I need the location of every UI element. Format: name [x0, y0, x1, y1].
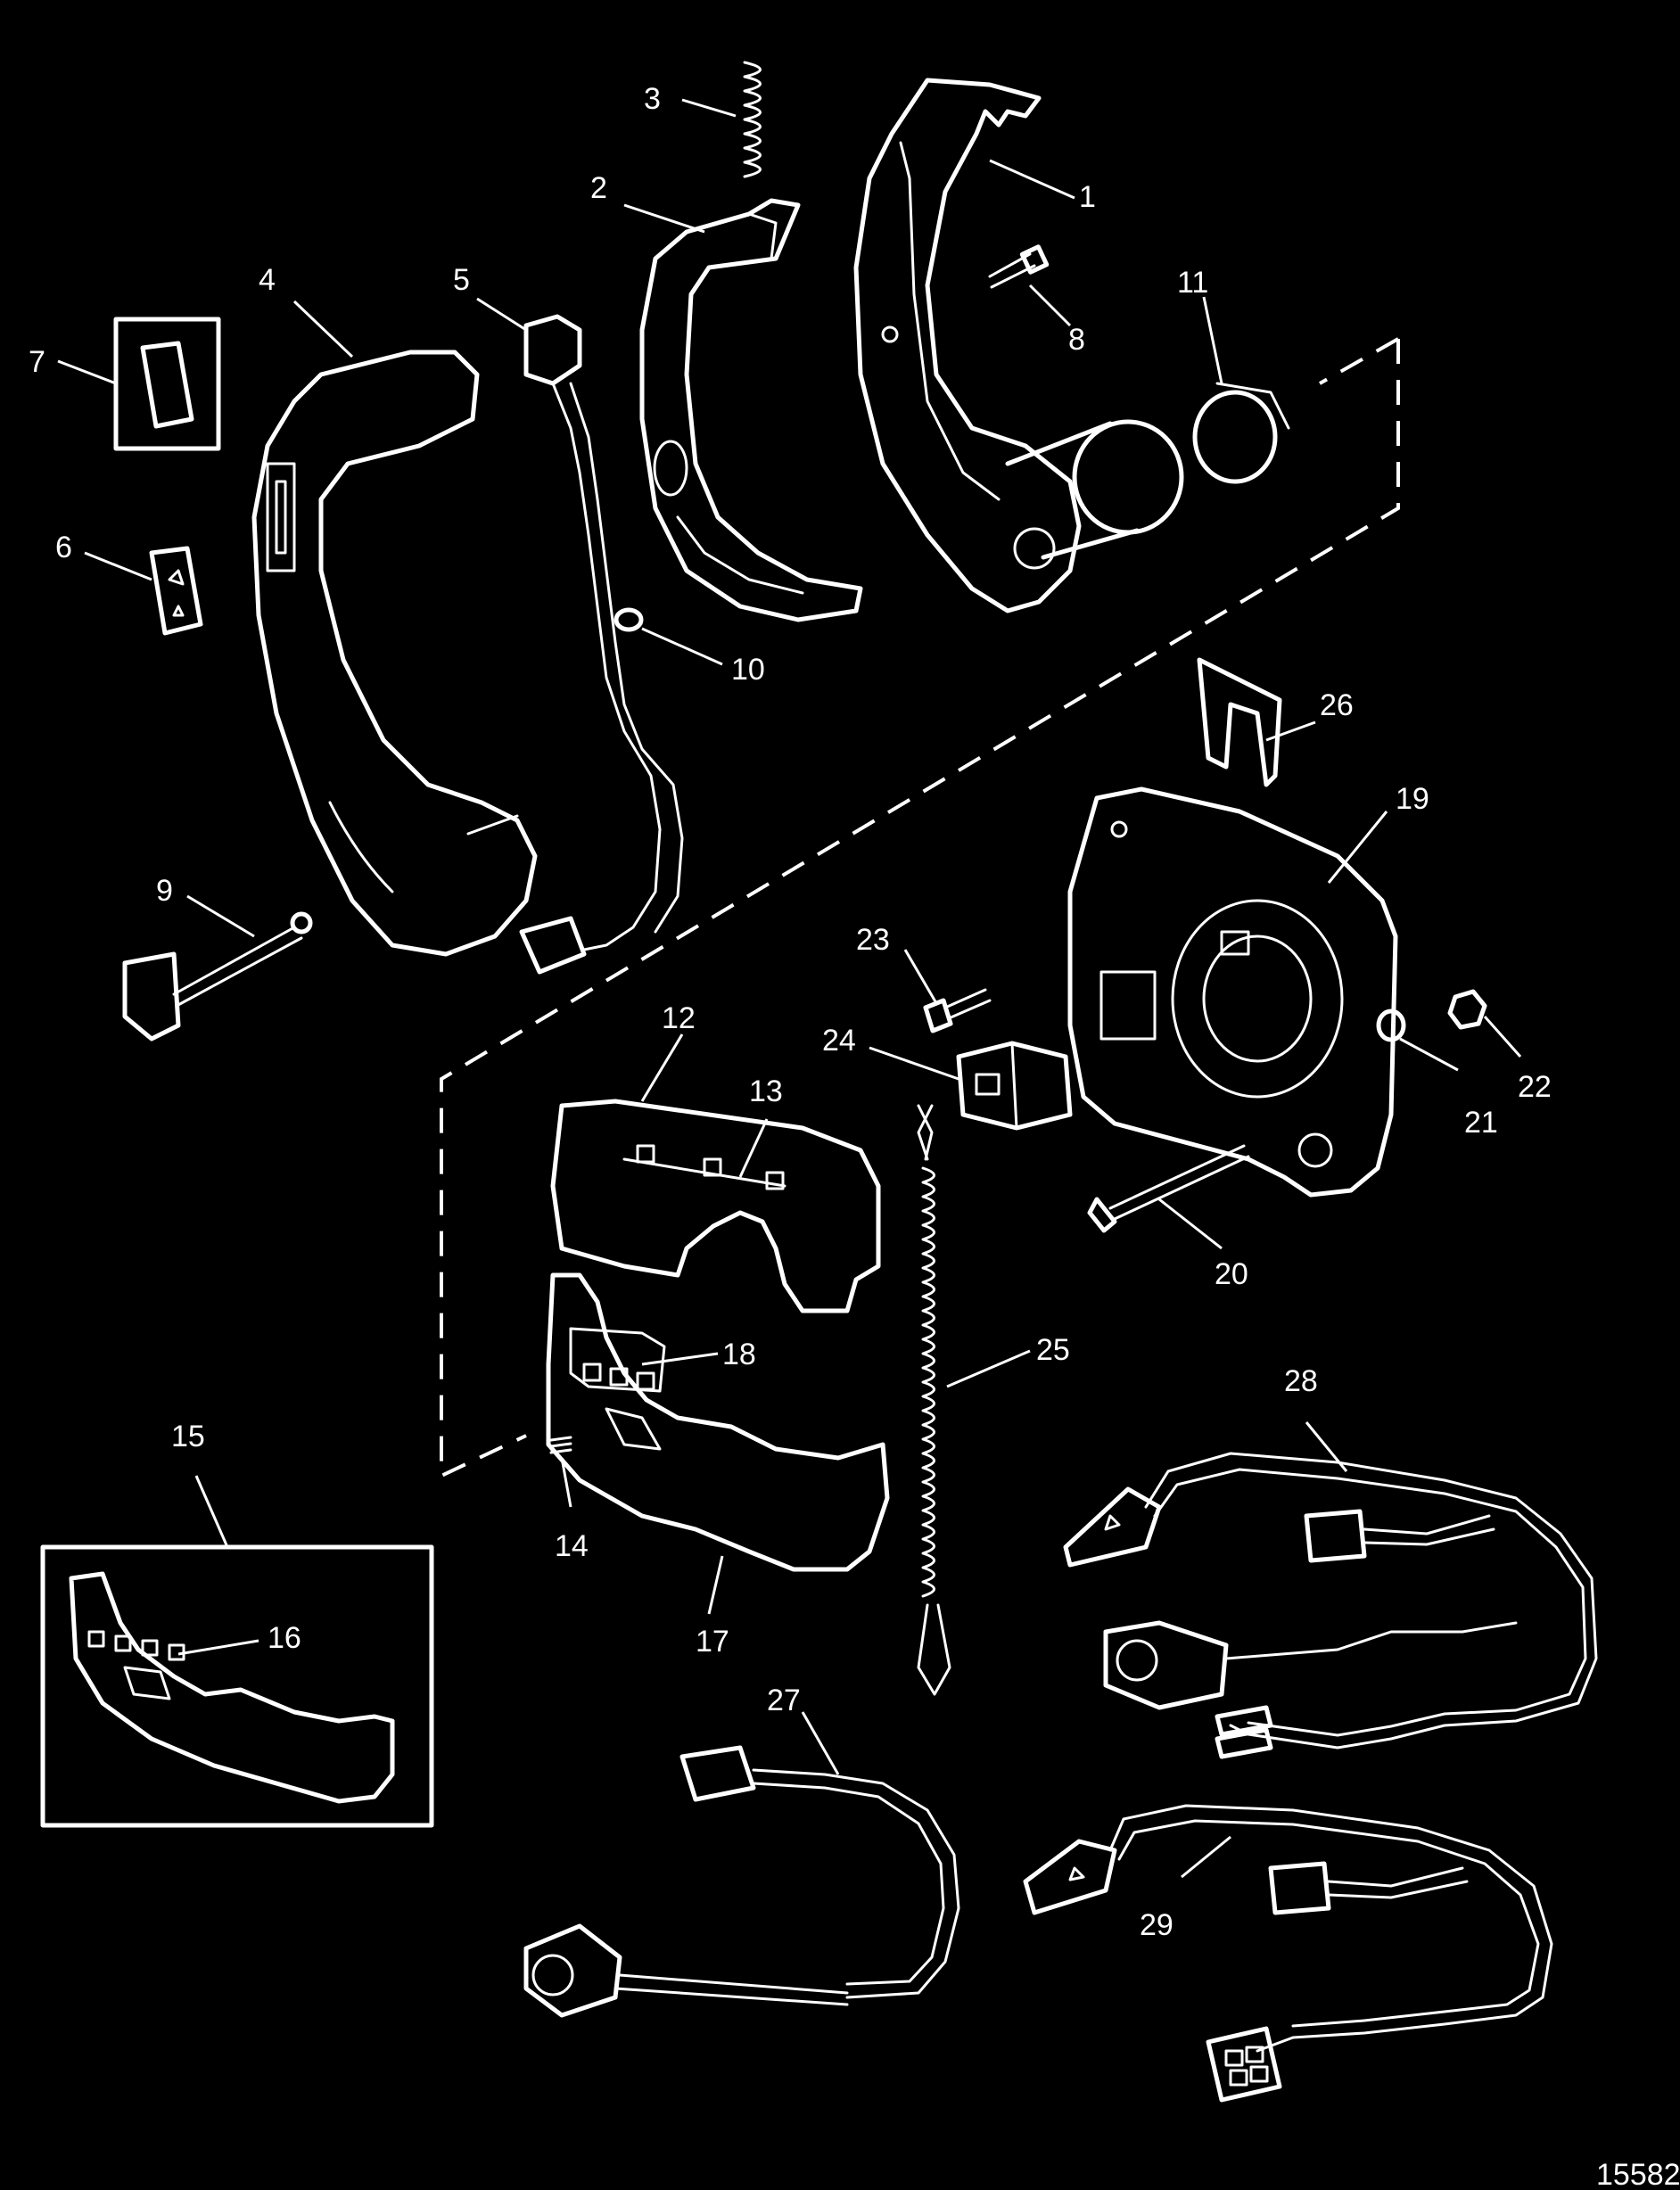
- callout-21: 21: [1464, 1106, 1498, 1140]
- callout-14: 14: [555, 1529, 589, 1563]
- screw-part-8: [988, 244, 1050, 289]
- callout-10: 10: [731, 653, 765, 687]
- spring-part-3: [743, 61, 762, 178]
- callout-29: 29: [1140, 1908, 1174, 1942]
- callout-5: 5: [453, 263, 470, 297]
- upper-cover-part-12: [550, 1099, 881, 1313]
- switch-block-part-24: [956, 1041, 1073, 1131]
- callout-12: 12: [662, 1001, 696, 1035]
- wire-harness-part-29: [1023, 1804, 1553, 2103]
- callout-8: 8: [1068, 323, 1085, 357]
- callout-4: 4: [259, 263, 276, 297]
- callout-27: 27: [767, 1684, 801, 1717]
- bolt-part-9: [122, 911, 313, 1041]
- callout-24: 24: [822, 1024, 856, 1058]
- nut-part-22: [1447, 989, 1487, 1030]
- callout-2: 2: [590, 171, 607, 205]
- long-screw-part-20: [1087, 1144, 1250, 1233]
- handle-arm-part-1: [853, 78, 1184, 613]
- lower-cover-part-17: [546, 1272, 890, 1572]
- callout-6: 6: [55, 531, 72, 564]
- callout-20: 20: [1215, 1257, 1248, 1291]
- mounting-plate-part-19: [1067, 786, 1398, 1198]
- lanyard-part-25: [917, 1104, 951, 1696]
- callout-26: 26: [1320, 688, 1354, 722]
- callout-18: 18: [722, 1338, 756, 1371]
- trim-button-part-6: [149, 546, 203, 636]
- inset-box-part-7: [113, 317, 221, 451]
- trim-switch-part-5: [519, 314, 684, 975]
- callout-13: 13: [749, 1074, 783, 1108]
- callout-3: 3: [644, 82, 661, 116]
- callout-17: 17: [696, 1625, 729, 1659]
- clip-part-26: [1197, 657, 1282, 787]
- washer-part-21: [1376, 1009, 1406, 1042]
- handle-cover-part-4: [251, 350, 538, 957]
- figure-code: 15582: [1596, 2158, 1680, 2190]
- wire-harness-part-27: [523, 1745, 960, 2018]
- callout-16: 16: [268, 1621, 301, 1655]
- bushing-part-11: [1192, 382, 1290, 484]
- callout-labels: 1 2 3 4 5 6 7 8 9 10 11 12 13 14 15 16 1…: [29, 82, 1552, 1942]
- callout-22: 22: [1518, 1070, 1552, 1104]
- callout-7: 7: [29, 345, 45, 379]
- callout-25: 25: [1036, 1333, 1070, 1367]
- wire-harness-part-28: [1063, 1452, 1598, 1759]
- small-spring-part-14: [549, 1436, 572, 1454]
- inset-box-part-15: [40, 1544, 434, 1828]
- leader-lines: [57, 98, 1522, 1879]
- callout-28: 28: [1284, 1364, 1318, 1398]
- callout-11: 11: [1177, 266, 1208, 300]
- lever-bracket-part-2: [639, 198, 863, 622]
- nut-part-10: [614, 607, 644, 632]
- callout-15: 15: [171, 1420, 205, 1453]
- callout-23: 23: [856, 923, 890, 957]
- assembly-boundary-dashed: [440, 337, 1400, 1479]
- screw-part-23: [923, 988, 992, 1033]
- callout-1: 1: [1079, 180, 1096, 214]
- callout-9: 9: [156, 874, 173, 908]
- callout-19: 19: [1396, 782, 1429, 816]
